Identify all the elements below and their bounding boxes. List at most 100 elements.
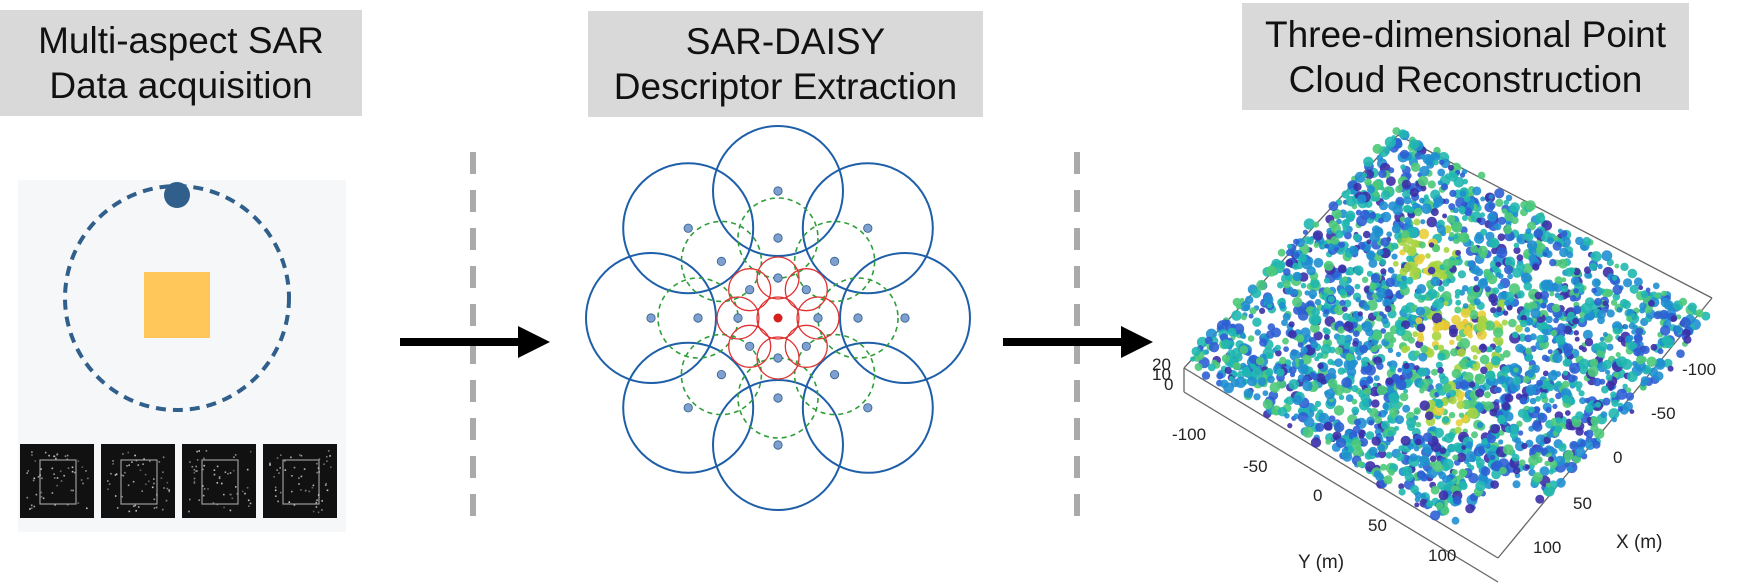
cloud-point [1648,300,1655,307]
sar-speckle [246,468,249,471]
cloud-point [1292,262,1300,270]
sar-speckle [212,502,215,504]
cloud-point [1495,272,1502,278]
cloud-point [1376,385,1387,396]
cloud-point [1335,437,1347,448]
cloud-point [1196,336,1208,348]
cloud-point [1601,250,1613,262]
cloud-point [1645,287,1651,293]
cloud-point [1274,344,1282,352]
cloud-point [1302,338,1308,344]
cloud-point [1605,374,1613,381]
sar-speckle [291,490,293,493]
sample-point [900,313,910,323]
cloud-point [1546,383,1555,392]
cloud-point [1334,304,1345,316]
cloud-point [1400,164,1406,170]
cloud-point [1437,367,1444,374]
cloud-point [1432,460,1444,472]
cloud-point [1427,266,1436,275]
cloud-point [1528,454,1539,466]
cloud-point [1409,453,1418,462]
cloud-point [1380,420,1390,430]
cloud-point [1341,306,1348,312]
cloud-point [1282,337,1289,345]
cloud-point [1495,261,1502,268]
cloud-point [1473,298,1481,306]
cloud-point [1337,326,1345,334]
cloud-point [1650,343,1658,351]
cloud-point [1302,229,1308,235]
cloud-point [1508,283,1520,295]
cloud-point [1503,199,1510,206]
cloud-point [1562,343,1574,354]
cloud-point [1451,221,1463,233]
cloud-point [1539,290,1550,300]
cloud-point [1429,455,1437,463]
sar-speckle [326,456,328,458]
sar-speckle [300,475,303,478]
sar-speckle [308,490,311,493]
cloud-point [1410,484,1419,494]
sar-speckle [135,510,137,512]
cloud-point [1552,281,1564,293]
cloud-point [1471,431,1478,439]
cloud-point [1368,419,1375,426]
cloud-point [1345,394,1354,402]
cloud-point [1503,291,1515,303]
cloud-point [1272,409,1279,416]
cloud-point [1379,258,1387,266]
cloud-point [1465,451,1477,462]
cloud-point [1322,327,1329,334]
cloud-point [1597,341,1608,352]
cloud-point [1502,350,1511,358]
sar-speckle [274,486,277,489]
cloud-point [1543,436,1552,444]
cloud-point [1410,239,1420,248]
cloud-point [1484,391,1491,399]
sar-image-strip [20,444,337,518]
cloud-point [1513,367,1519,373]
cloud-point [1625,392,1635,401]
cloud-point [1591,287,1598,294]
cloud-point [1337,264,1347,274]
cloud-point [1574,446,1586,458]
cloud-point [1243,388,1254,399]
cloud-point [1504,299,1511,306]
sar-speckle [247,499,250,502]
cloud-point [1496,247,1508,259]
outer-ring-circle [801,162,934,295]
cloud-point [1373,311,1379,317]
cloud-point [1366,239,1372,245]
cloud-point [1436,224,1446,234]
middle-ring-circle [817,277,899,359]
cloud-point [1610,391,1617,398]
cloud-point [1438,471,1447,480]
cloud-point [1431,368,1438,376]
cloud-point [1557,228,1563,234]
cloud-point [1416,323,1426,333]
cloud-point [1571,418,1582,428]
cloud-point [1334,421,1345,433]
cloud-point [1459,190,1467,197]
cloud-point [1342,276,1348,282]
sar-speckle [274,489,277,492]
cloud-point [1398,483,1405,490]
sar-speckle [288,501,291,503]
cloud-point [1488,293,1498,304]
cloud-point [1359,344,1369,354]
cloud-point [1232,297,1242,307]
sar-speckle [137,506,140,508]
cloud-point [1492,337,1498,343]
cloud-point [1310,278,1320,289]
cloud-point [1365,431,1375,440]
cloud-point [1352,340,1359,347]
cloud-point [1488,194,1494,200]
sar-speckle [203,457,205,460]
cloud-point [1437,180,1443,186]
cloud-point [1459,379,1470,390]
sar-speckle [318,471,320,473]
sar-speckle [291,475,293,477]
cloud-point [1281,319,1288,327]
cloud-point [1578,358,1590,370]
